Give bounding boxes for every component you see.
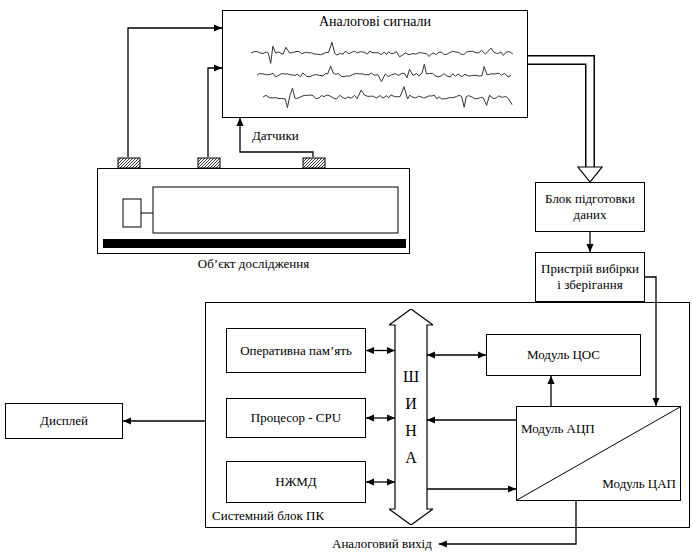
arrowhead: [508, 485, 516, 492]
base-bar: [103, 239, 406, 248]
box-label: Оперативна пам’ять: [240, 343, 352, 359]
box-label: Дисплей: [40, 413, 88, 429]
connector: [366, 414, 395, 421]
leader-lines: [439, 501, 576, 548]
connector: [123, 417, 205, 424]
connector: [528, 60, 602, 182]
connector: [366, 478, 395, 485]
connector-line: [427, 419, 516, 420]
adc-dac-box: Модуль АЦП Модуль ЦАП: [516, 406, 681, 501]
sensor-label: Датчики: [250, 128, 301, 144]
bus-outline: [389, 309, 433, 525]
arrowhead: [478, 351, 486, 358]
connector: [427, 416, 516, 423]
bus-label: ШИНА: [403, 363, 419, 472]
dsp-box: Модуль ЦОС: [486, 334, 641, 376]
connector-line: [427, 488, 516, 489]
sensor: [118, 158, 140, 168]
connector: [427, 351, 486, 358]
waveform: [251, 42, 513, 63]
bus-shape: [389, 309, 433, 525]
arrowhead: [387, 347, 395, 354]
connector: [366, 347, 395, 354]
cpu-box: Процесор - CPU: [226, 398, 366, 438]
arrowhead: [366, 347, 374, 354]
box-label: НЖМД: [275, 474, 316, 490]
cylinder: [153, 187, 398, 233]
connector-line: [645, 277, 656, 406]
connector-line: [123, 420, 205, 421]
connector: [427, 485, 516, 492]
connector-line: [128, 28, 222, 157]
arrowhead: [427, 416, 435, 423]
box-label: Блок підготовки даних: [541, 191, 639, 222]
arrowhead: [586, 244, 593, 252]
sensor: [303, 158, 325, 168]
arrowhead: [387, 478, 395, 485]
arrowhead: [123, 417, 131, 424]
thick-arrow-core: [528, 60, 590, 168]
box-label: Процесор - CPU: [251, 410, 341, 426]
connector-line: [240, 118, 313, 157]
connector-line: [208, 68, 222, 157]
connector: [128, 24, 222, 157]
connector-line: [427, 354, 486, 355]
connector: [586, 232, 593, 252]
module-label: Модуль ЦАП: [602, 476, 676, 492]
arrowhead: [366, 478, 374, 485]
connector: [645, 277, 660, 406]
box-label: Модуль ЦОС: [527, 347, 600, 363]
connector: [208, 64, 222, 157]
arrowhead: [439, 540, 447, 547]
arrowhead: [214, 64, 222, 71]
rod: [141, 213, 153, 214]
process-box: Блок підготовки даних: [535, 182, 645, 232]
connector: [547, 376, 554, 406]
arrowhead: [214, 24, 222, 31]
arrowhead: [578, 167, 602, 182]
unit-label: Системний блок ПК: [212, 508, 324, 524]
arrowhead: [652, 398, 659, 406]
bus-arrow: ШИНА: [389, 309, 433, 525]
connector: [236, 118, 313, 157]
sensor: [198, 158, 220, 168]
arrowhead: [236, 118, 243, 126]
arrowhead: [387, 414, 395, 421]
thick-arrow: [528, 60, 590, 168]
waveform: [263, 87, 512, 108]
output-label: Аналоговий вихід: [330, 536, 434, 552]
object-box: Об’єкт дослідження: [97, 168, 410, 254]
object-illustration: [98, 169, 409, 253]
waveform: [257, 64, 511, 81]
output-line: [439, 501, 576, 544]
arrowhead: [366, 414, 374, 421]
object-label: Об’єкт дослідження: [98, 256, 409, 272]
process-box: Пристрій вибірки і зберігання: [535, 252, 645, 302]
box-label: Пристрій вибірки і зберігання: [541, 261, 639, 292]
box-title: Аналогові сигнали: [223, 14, 527, 31]
signal-box: Аналогові сигнали: [222, 10, 528, 118]
diagonal: [517, 407, 680, 500]
memory-box: Оперативна пам’ять: [226, 328, 366, 373]
disk-box: НЖМД: [226, 461, 366, 503]
display-box: Дисплей: [5, 403, 123, 439]
piston: [123, 199, 141, 227]
module-label: Модуль АЦП: [521, 421, 595, 437]
arrowhead: [427, 351, 435, 358]
arrowhead: [547, 376, 554, 384]
system-unit: Системний блок ПК Оперативна пам’ятьПроце…: [205, 302, 690, 528]
